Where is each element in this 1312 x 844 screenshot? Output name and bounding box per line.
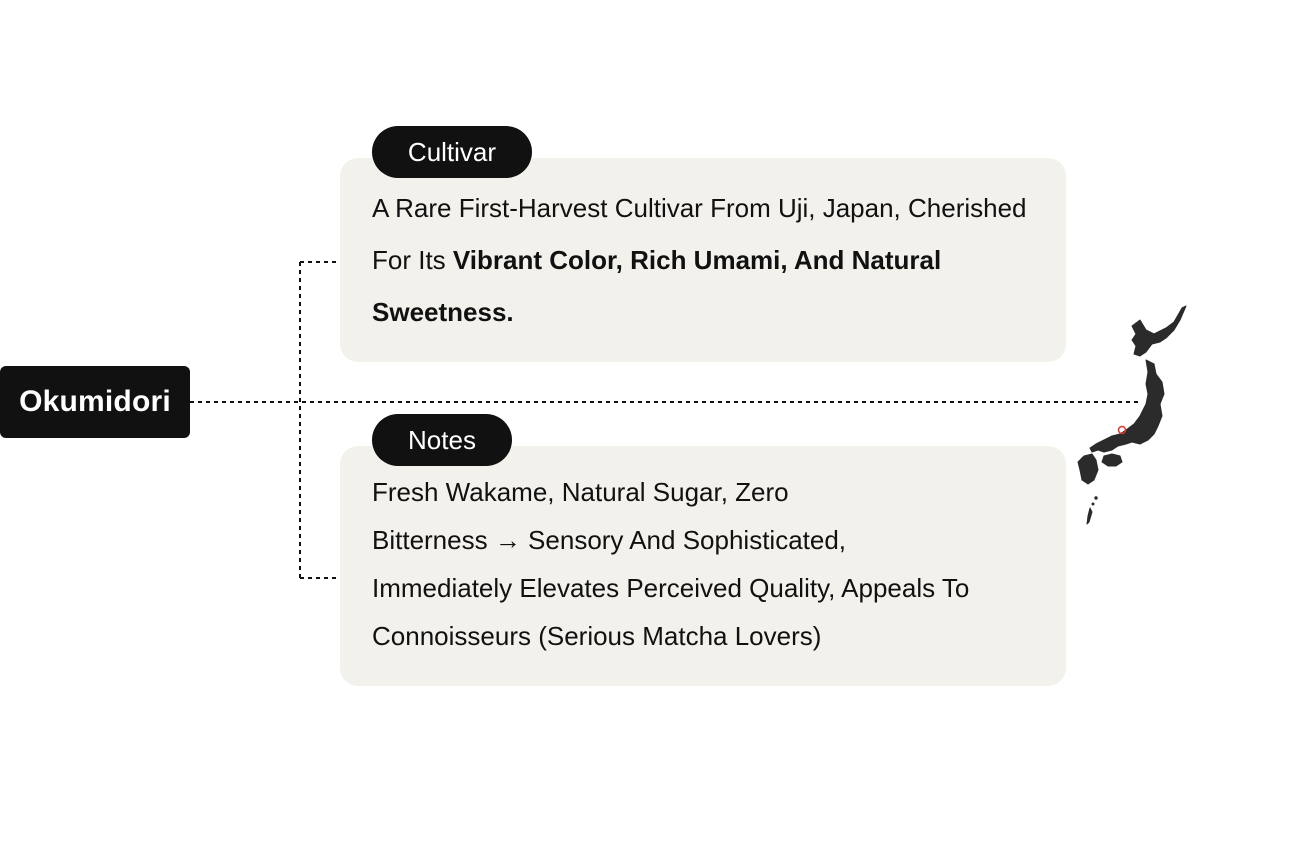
notes-description: Fresh Wakame, Natural Sugar, Zero Bitter… (372, 468, 1034, 660)
notes-line: Connoisseurs (Serious Matcha Lovers) (372, 621, 822, 651)
cultivar-card: A Rare First-Harvest Cultivar From Uji, … (340, 158, 1066, 362)
notes-line: Bitterness → Sensory And Sophisticated, (372, 525, 847, 555)
notes-tag: Notes (372, 414, 512, 466)
notes-line: Immediately Elevates Perceived Quality, … (372, 573, 970, 603)
cultivar-description: A Rare First-Harvest Cultivar From Uji, … (372, 182, 1034, 338)
cultivar-description-bold: Vibrant Color, Rich Umami, And Natural S… (372, 245, 942, 327)
root-node-okumidori: Okumidori (0, 366, 190, 438)
cultivar-description-plain: A Rare First-Harvest Cultivar From Uji, … (372, 193, 1027, 275)
uji-location-marker-icon (1117, 425, 1127, 435)
cultivar-tag: Cultivar (372, 126, 532, 178)
notes-line: Fresh Wakame, Natural Sugar, Zero (372, 477, 789, 507)
japan-map-icon (1077, 305, 1187, 525)
notes-card: Fresh Wakame, Natural Sugar, Zero Bitter… (340, 446, 1066, 686)
